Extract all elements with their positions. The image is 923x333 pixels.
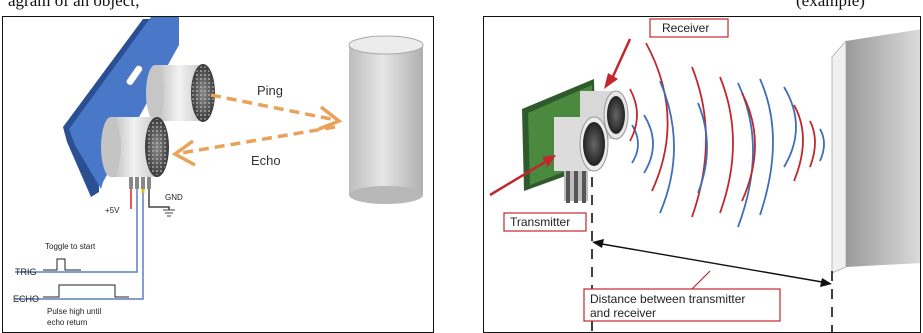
receiver-transducer bbox=[146, 64, 215, 122]
pulse-label-line2: echo return bbox=[47, 318, 87, 327]
caption-left-fragment: agram of an object; bbox=[8, 0, 140, 10]
echo-pulse bbox=[43, 284, 129, 298]
ping-arrow bbox=[210, 93, 343, 131]
distance-callout bbox=[583, 270, 781, 322]
ping-label: Ping bbox=[257, 83, 283, 98]
vcc-label: +5V bbox=[105, 206, 120, 215]
ping-diagram-svg: GND +5V Ping Echo Toggle to start TRIG E… bbox=[13, 17, 424, 327]
header-pins bbox=[129, 177, 151, 189]
target-wall bbox=[831, 29, 920, 274]
transmitter-can bbox=[554, 116, 609, 172]
caption-right-fragment: (example) bbox=[796, 0, 865, 10]
distance-arrow bbox=[592, 239, 832, 287]
distance-diagram-svg: Receiver Transmitter Distance between tr… bbox=[489, 18, 920, 332]
echo-arrow bbox=[171, 125, 336, 167]
transmitter-transducer bbox=[101, 117, 169, 177]
sound-waves bbox=[629, 42, 825, 228]
receiver-label: Receiver bbox=[662, 21, 709, 35]
echo-pin-label: ECHO bbox=[13, 294, 39, 304]
distance-label-line1: Distance between transmitter bbox=[590, 292, 745, 306]
receiver-callout bbox=[604, 18, 729, 89]
ground-symbol bbox=[163, 209, 175, 217]
left-panel-ping-diagram: GND +5V Ping Echo Toggle to start TRIG E… bbox=[2, 16, 434, 333]
toggle-label: Toggle to start bbox=[45, 242, 96, 251]
distance-label-line2: and receiver bbox=[590, 306, 656, 320]
target-cylinder bbox=[348, 35, 424, 204]
trig-label: TRIG bbox=[15, 267, 37, 277]
trig-pulse bbox=[43, 258, 81, 271]
transmitter-callout bbox=[489, 155, 587, 232]
pulse-label-line1: Pulse high until bbox=[47, 307, 101, 316]
echo-label: Echo bbox=[251, 153, 281, 168]
gnd-label: GND bbox=[165, 193, 183, 202]
sensor-board bbox=[63, 17, 179, 197]
right-panel-distance-diagram: Receiver Transmitter Distance between tr… bbox=[483, 16, 921, 333]
transmitter-label: Transmitter bbox=[510, 215, 570, 229]
figure-caption-strip: agram of an object; (example) bbox=[0, 0, 923, 16]
sensor-wires bbox=[15, 189, 170, 300]
